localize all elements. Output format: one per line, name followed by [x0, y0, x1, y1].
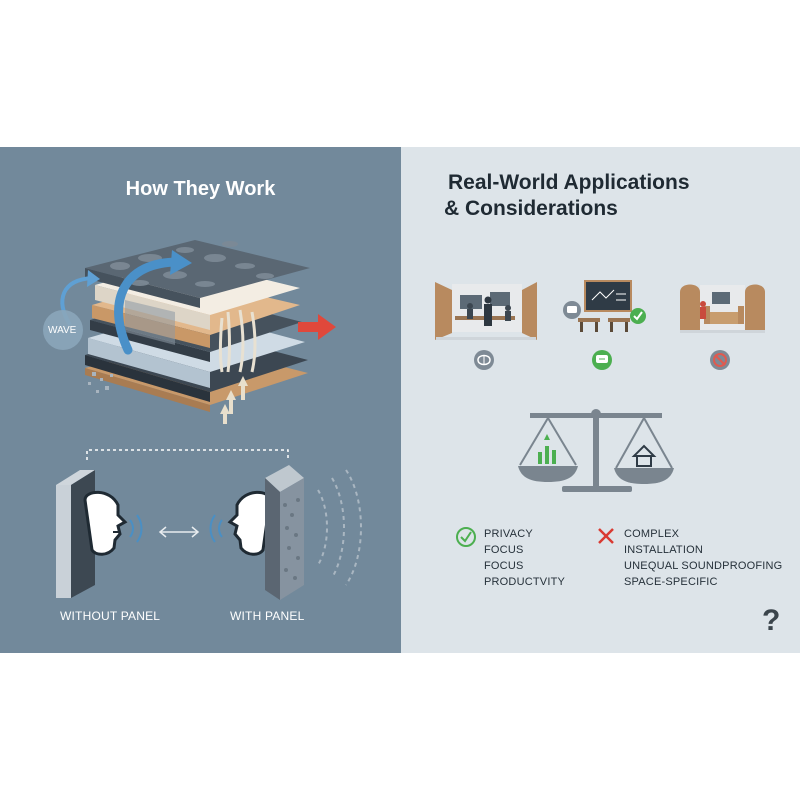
curved-arrow-icon	[114, 257, 183, 355]
brain-icon	[474, 350, 494, 370]
acoustic-panel-layers	[85, 240, 310, 412]
pros-item: PRODUCTVITY	[484, 576, 566, 588]
face-speaking-icon	[83, 490, 128, 556]
pros-list: PRIVACY FOCUS FOCUS PRODUCTVITY	[484, 526, 565, 590]
face-speaking-icon-right	[227, 490, 272, 556]
growth-chart-icon	[538, 434, 556, 464]
lounge-scene	[680, 284, 765, 333]
no-sound-icon	[710, 350, 730, 370]
pros-item: PRIVACY	[484, 528, 533, 540]
office-scene	[435, 282, 537, 340]
double-arrow-icon	[158, 526, 200, 538]
check-icon-list	[456, 527, 476, 547]
cross-icon	[598, 528, 614, 544]
pros-item: FOCUS	[484, 544, 524, 556]
pros-item: FOCUS	[484, 560, 524, 572]
cons-item: SPACE-SPECIFIC	[624, 576, 718, 588]
cons-item: COMPLEX	[624, 528, 680, 540]
right-panel-title: Real-World Applications & Considerations	[444, 170, 778, 222]
home-icon	[631, 444, 657, 467]
wave-label: WAVE	[48, 325, 77, 336]
wave-circle	[43, 310, 83, 350]
right-title-line1: Real-World Applications	[448, 171, 690, 194]
cons-item: INSTALLATION	[624, 544, 704, 556]
help-mark: ?	[762, 604, 781, 637]
classroom-scene	[578, 280, 632, 332]
arrow-right-icon	[298, 314, 336, 340]
right-title-line2: & Considerations	[444, 197, 618, 220]
reflection-arrows	[219, 309, 257, 373]
chat-icon	[563, 301, 581, 319]
check-icon	[630, 308, 646, 324]
applications-panel	[401, 147, 800, 653]
cons-list: COMPLEX INSTALLATION UNEQUAL SOUNDPROOFI…	[624, 526, 782, 590]
with-panel-label: WITH PANEL	[230, 609, 305, 623]
without-panel-label: WITHOUT PANEL	[60, 609, 161, 623]
balance-scale-icon	[518, 409, 674, 492]
cons-item: UNEQUAL SOUNDPROOFING	[624, 560, 783, 572]
left-panel-title: How They Work	[125, 178, 276, 200]
chat-bubble-icon	[592, 350, 612, 370]
